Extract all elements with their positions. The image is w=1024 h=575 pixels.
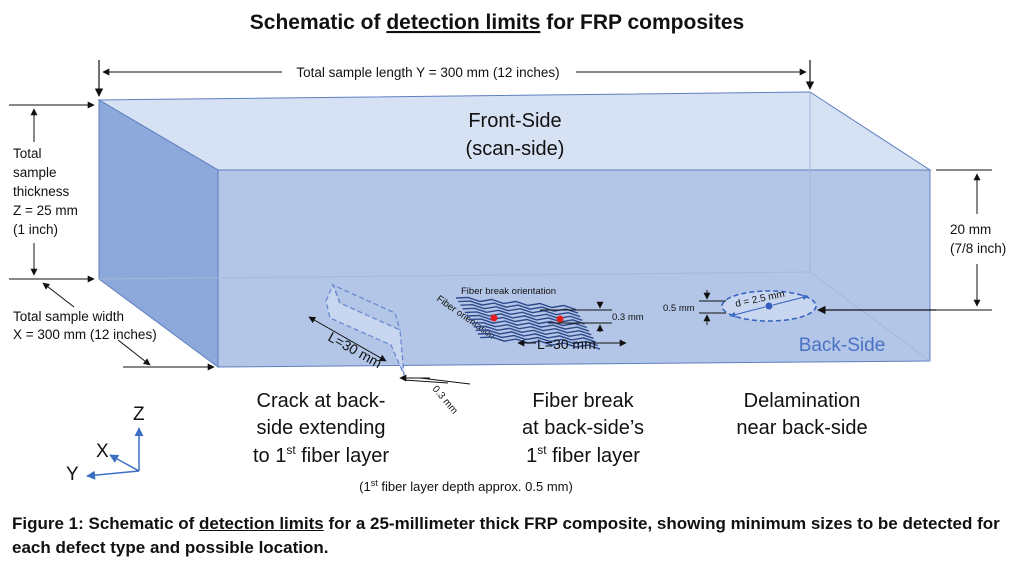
fiber-strand — [477, 332, 599, 347]
delamination-center — [765, 302, 773, 310]
svg-text:Delamination: Delamination — [744, 390, 861, 412]
depth-dimension: 20 mm (7/8 inch) — [936, 169, 1006, 311]
fiber-gap-label: 0.3 mm — [612, 312, 644, 323]
fiber-strand — [455, 296, 577, 311]
svg-text:Crack at back-: Crack at back- — [257, 390, 386, 412]
delamination-defect: d = 2.5 mm 0.5 mm — [663, 289, 936, 325]
svg-text:to 1st fiber layer: to 1st fiber layer — [253, 443, 389, 467]
fiber-strand — [475, 329, 596, 343]
svg-text:Fiber break: Fiber break — [532, 390, 634, 412]
crack-label: Crack at back- side extending to 1st fib… — [253, 390, 389, 467]
y-axis-label: Y — [66, 464, 79, 485]
length-label: Total sample length Y = 300 mm (12 inche… — [296, 65, 559, 80]
fiber-layer-depth-note: (1st fiber layer depth approx. 0.5 mm) — [359, 478, 573, 494]
back-side-label: Back-Side — [799, 335, 886, 356]
thickness-label-3: thickness — [13, 184, 70, 199]
fiber-break-point-1 — [490, 314, 498, 322]
svg-text:at back-side’s: at back-side’s — [522, 417, 644, 439]
hidden-edges — [98, 92, 931, 362]
fiber-strand — [473, 325, 594, 339]
fiber-break-label: Fiber break at back-side’s 1st fiber lay… — [522, 390, 644, 467]
fiber-break-point-2 — [556, 315, 564, 323]
fiber-strand — [460, 303, 581, 318]
depth-label-1: 20 mm — [950, 222, 991, 237]
thickness-label-1: Total — [13, 146, 42, 161]
fiber-strands — [455, 296, 601, 350]
svg-text:1st fiber layer: 1st fiber layer — [526, 443, 640, 467]
fiber-strand — [466, 314, 588, 329]
thickness-label-5: (1 inch) — [13, 222, 58, 237]
scan-side-label: (scan-side) — [466, 138, 565, 160]
x-axis-label: X — [96, 441, 109, 462]
diagram-title: Schematic of detection limits for FRP co… — [250, 11, 744, 34]
fiber-strand — [471, 321, 592, 336]
front-side-label: Front-Side — [468, 110, 561, 132]
axis-triad: Z X Y — [66, 404, 145, 485]
fiber-length-label: L=30 mm — [537, 336, 596, 352]
width-dimension: Total sample width X = 300 mm (12 inches… — [13, 282, 215, 371]
thickness-dimension: Total sample thickness Z = 25 mm (1 inch… — [9, 101, 95, 283]
svg-text:side extending: side extending — [257, 417, 386, 439]
crack-width-label: 0.3 mm — [430, 384, 460, 417]
z-axis-label: Z — [133, 404, 145, 425]
depth-label-2: (7/8 inch) — [950, 241, 1006, 256]
fiber-strand — [480, 336, 601, 350]
length-dimension: Total sample length Y = 300 mm (12 inche… — [94, 60, 815, 97]
width-label-1: Total sample width — [13, 309, 124, 324]
width-label-2: X = 300 mm (12 inches) — [13, 327, 157, 342]
thickness-label-4: Z = 25 mm — [13, 203, 78, 218]
fiber-strand — [464, 311, 585, 325]
delamination-depth-label: 0.5 mm — [663, 303, 695, 314]
fiber-break-orientation-label: Fiber break orientation — [461, 286, 556, 297]
detection-limits-diagram: Schematic of detection limits for FRP co… — [9, 11, 1006, 494]
fiber-strand — [469, 318, 590, 332]
svg-text:near back-side: near back-side — [736, 417, 867, 439]
thickness-label-2: sample — [13, 165, 57, 180]
figure-caption: Figure 1: Schematic of detection limits … — [12, 514, 1000, 557]
delamination-label: Delamination near back-side — [736, 390, 867, 439]
